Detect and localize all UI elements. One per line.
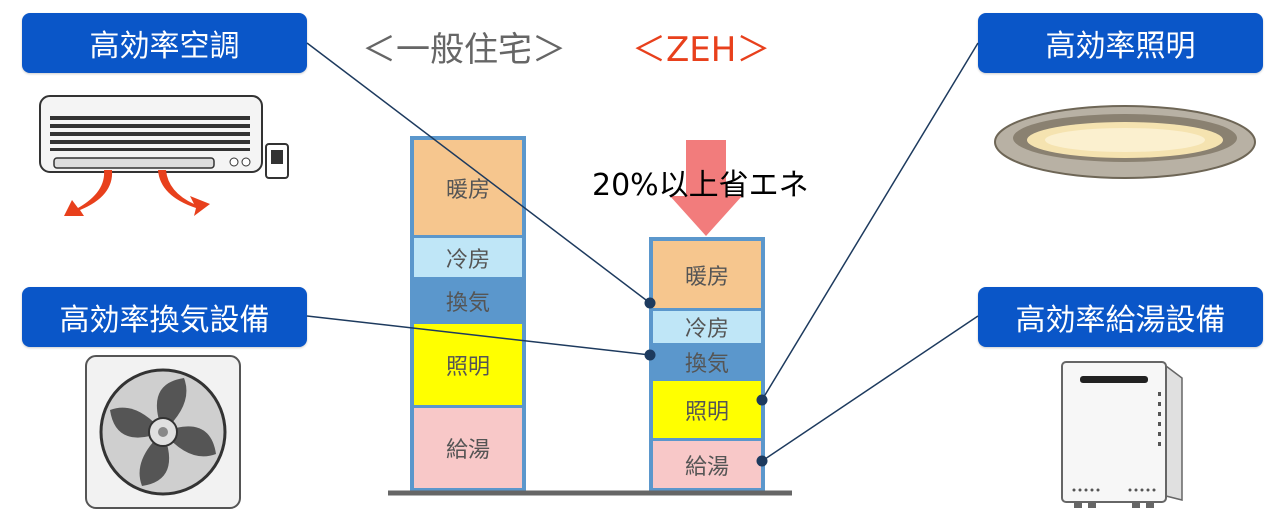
- aircon-tag: 高効率空調: [22, 13, 307, 73]
- general-energy-column: 暖房 冷房 換気 照明 給湯: [410, 136, 526, 492]
- lighting-tag: 高効率照明: [978, 13, 1263, 73]
- aircon-leader-dot: [644, 297, 656, 309]
- water-heater-leader-line: [761, 315, 979, 462]
- ventilation-leader-dot: [644, 349, 656, 361]
- zeh-energy-column: 暖房 冷房 換気 照明 給湯: [649, 237, 765, 492]
- saving-label: 20%以上省エネ: [592, 168, 809, 203]
- saving-arrow-icon: [670, 140, 742, 236]
- water-heater-icon: [1061, 361, 1183, 508]
- air-conditioner-icon: [39, 95, 289, 216]
- zeh-header: ＜ZEH＞: [632, 30, 771, 70]
- water-heater-leader-dot: [756, 455, 768, 467]
- ceiling-light-icon: [994, 105, 1256, 179]
- aircon-leader-line: [306, 42, 651, 304]
- general-heating-segment: 暖房: [414, 140, 522, 238]
- ventilation-tag: 高効率換気設備: [22, 287, 307, 347]
- zeh-hot-water-segment: 給湯: [653, 441, 761, 488]
- zeh-cooling-segment: 冷房: [653, 311, 761, 346]
- zeh-lighting-segment: 照明: [653, 381, 761, 441]
- lighting-leader-line: [761, 42, 979, 401]
- water-heater-tag: 高効率給湯設備: [978, 287, 1263, 347]
- general-cooling-segment: 冷房: [414, 238, 522, 280]
- lighting-leader-dot: [756, 394, 768, 406]
- general-ventilation-segment: 換気: [414, 280, 522, 324]
- general-hot-water-segment: 給湯: [414, 408, 522, 488]
- general-house-header: ＜一般住宅＞: [362, 30, 566, 70]
- zeh-ventilation-segment: 換気: [653, 346, 761, 381]
- ventilation-fan-icon: [85, 355, 241, 509]
- ventilation-leader-line: [306, 315, 651, 356]
- zeh-heating-segment: 暖房: [653, 241, 761, 311]
